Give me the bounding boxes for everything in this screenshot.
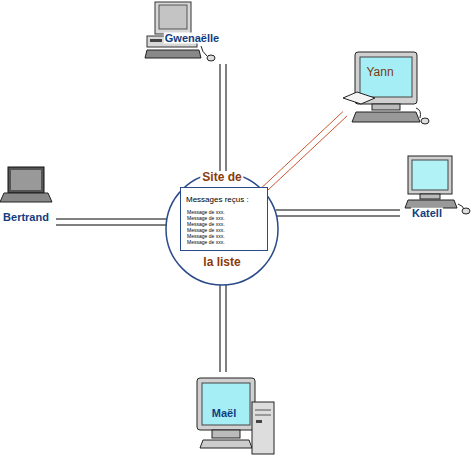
message-entry: Message de xxx. <box>187 222 225 227</box>
site-title: la liste <box>201 256 242 268</box>
message-entry: Message de xxx. <box>187 240 225 245</box>
link-line <box>261 112 343 189</box>
double-line-link <box>261 112 347 193</box>
link-line <box>276 216 400 217</box>
computer-node: Gwenaëlle <box>145 0 225 64</box>
user-name: Gwenaëlle <box>164 33 220 44</box>
computer-node: Bertrand <box>0 165 56 225</box>
double-line-link <box>56 219 166 225</box>
link-line <box>276 210 400 211</box>
desktop-computer <box>145 2 215 61</box>
message-entry: Message de xxx. <box>187 216 225 221</box>
computer-node: Katell <box>400 155 472 217</box>
double-line-link <box>220 285 226 372</box>
user-name: Katell <box>411 208 443 219</box>
computer-node: Maël <box>195 372 277 457</box>
double-line-link <box>276 210 400 216</box>
user-name: Maël <box>212 408 236 419</box>
computer-node: Yann <box>345 50 433 126</box>
desktop-computer <box>197 378 274 454</box>
link-line <box>265 116 347 193</box>
link-line <box>220 64 221 173</box>
user-name: Bertrand <box>2 212 50 223</box>
message-entry: Message de xxx. <box>187 210 225 215</box>
double-line-link <box>220 64 226 173</box>
link-line <box>226 285 227 372</box>
message-entry: Message de xxx. <box>187 234 225 239</box>
desktop-computer <box>343 52 429 124</box>
link-line <box>56 219 166 220</box>
link-line <box>56 225 166 226</box>
message-list-box: Messages reçus :Message de xxx.Message d… <box>180 187 268 251</box>
laptop-computer <box>0 167 52 202</box>
message-entry: Message de xxx. <box>187 228 225 233</box>
link-line <box>220 285 221 372</box>
site-title: Site de <box>200 171 243 183</box>
site-circle: Site de la liste Messages reçus : Message d… <box>165 172 279 286</box>
list-heading: Messages reçus : <box>186 196 249 204</box>
link-line <box>226 64 227 173</box>
desktop-computer <box>405 156 470 214</box>
user-name: Yann <box>366 66 393 78</box>
